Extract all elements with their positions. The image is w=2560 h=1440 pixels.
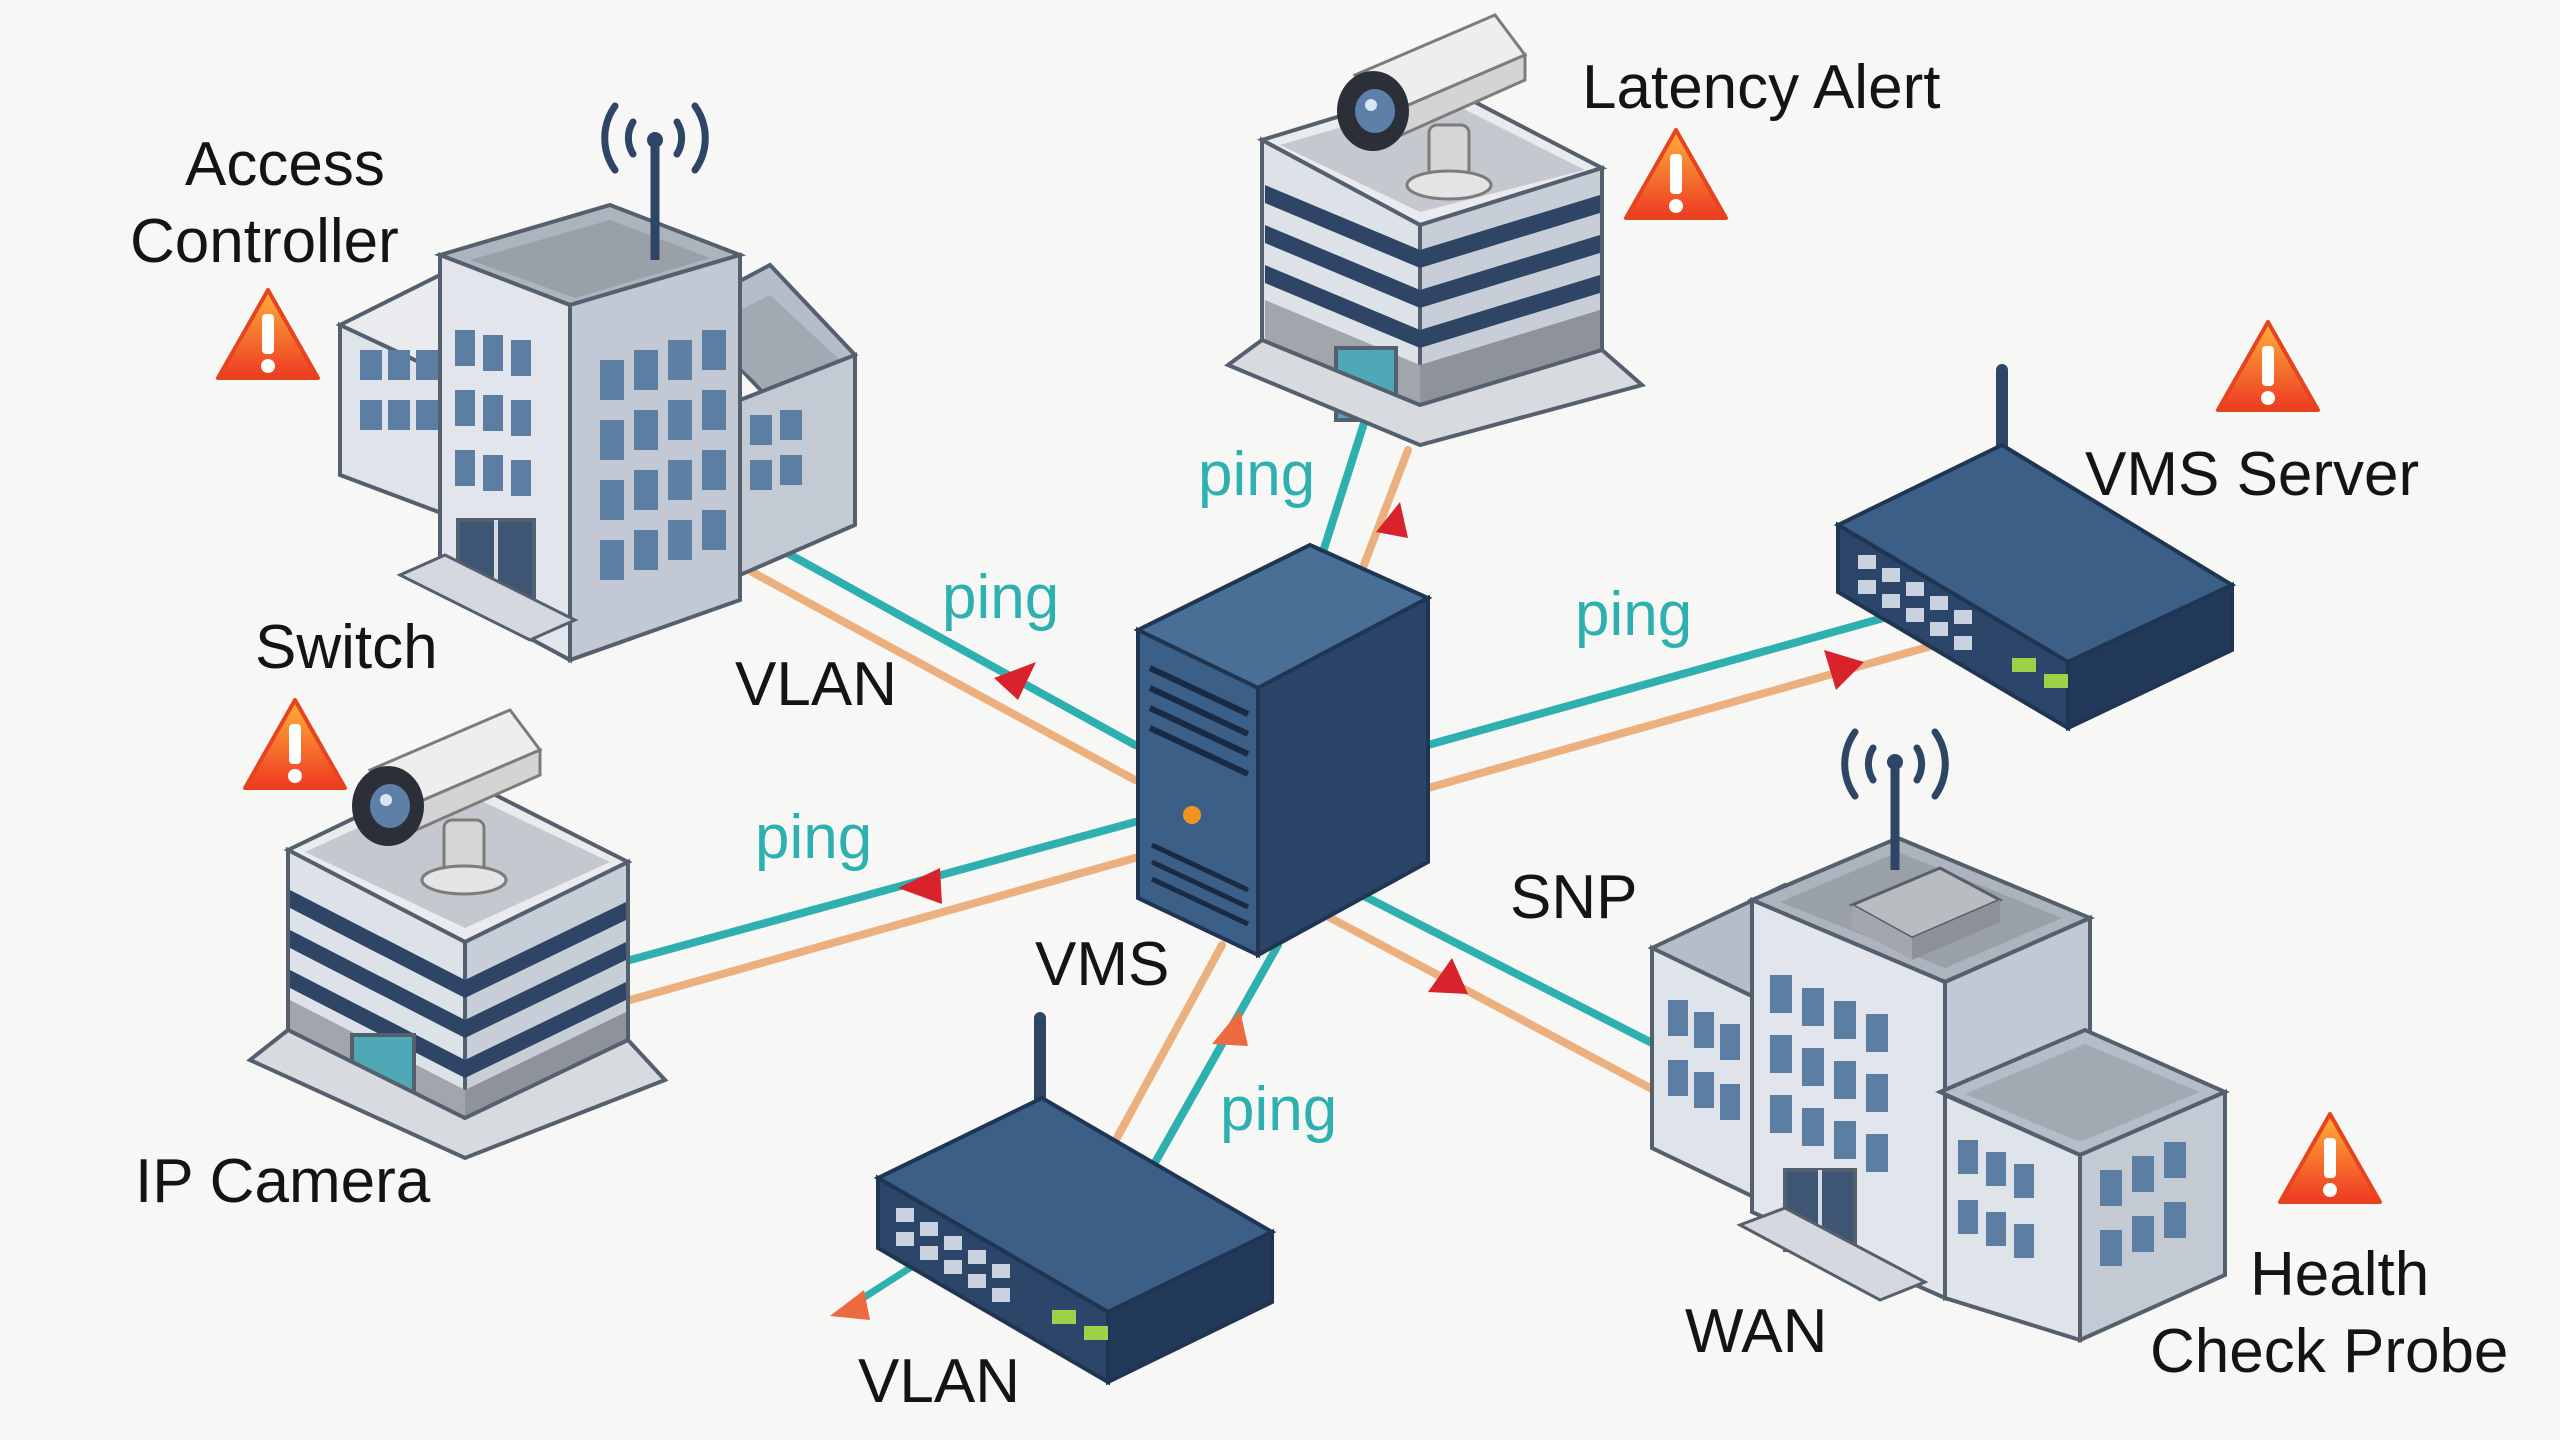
vlan-label-top: VLAN: [735, 650, 897, 719]
ip-camera-label: IP Camera: [135, 1147, 431, 1216]
arrow-up-icon: [1428, 958, 1468, 994]
access-controller-label-line2: Controller: [130, 207, 399, 276]
arrow-down-left-icon: [830, 1290, 870, 1320]
access-controller-label-line1: Access: [185, 130, 385, 199]
snp-label: SNP: [1510, 863, 1637, 932]
switch-label: Switch: [255, 613, 438, 682]
link-vms-server: [1424, 608, 1939, 792]
vms-server-label: VMS Server: [2085, 440, 2419, 509]
health-check-label-line1: Health: [2250, 1240, 2429, 1309]
router-switch[interactable]: [873, 1012, 1277, 1386]
latency-alert-building[interactable]: [1223, 13, 1647, 448]
latency-alert-label: Latency Alert: [1582, 53, 1940, 122]
links: [626, 416, 1939, 1320]
vms-server-switch[interactable]: [1833, 364, 2237, 732]
warning-triangle-icon: [216, 288, 320, 380]
warning-triangle-icon: [2278, 1112, 2382, 1204]
power-led-icon: [1183, 806, 1201, 824]
ping-label-latency: ping: [1198, 440, 1315, 509]
wan-label: WAN: [1685, 1297, 1827, 1366]
vms-label: VMS: [1035, 930, 1169, 999]
link-wan: [1321, 891, 1654, 1092]
ip-camera-building[interactable]: [246, 708, 669, 1161]
ping-label-vms-server: ping: [1575, 580, 1692, 649]
ping-label-access: ping: [942, 563, 1059, 632]
vms-server-tower[interactable]: [1133, 542, 1433, 959]
ping-label-router: ping: [1220, 1075, 1337, 1144]
warning-triangle-icon: [1624, 128, 1728, 220]
link-ip-camera: [626, 818, 1139, 1004]
arrow-right-icon: [1824, 650, 1864, 690]
ping-label-camera: ping: [755, 803, 872, 872]
health-check-label-line2: Check Probe: [2150, 1317, 2508, 1386]
access-controller-building[interactable]: [335, 106, 859, 664]
link-access-controller: [748, 544, 1139, 784]
arrow-left-icon: [898, 868, 942, 904]
health-check-building[interactable]: [1647, 732, 2230, 1344]
link-latency-alert: [1318, 416, 1412, 574]
vlan-label-bottom: VLAN: [858, 1347, 1020, 1416]
link-router: [1102, 941, 1282, 1179]
warning-triangle-icon: [2216, 320, 2320, 412]
arrow-up-left-icon: [994, 662, 1036, 700]
arrow-up-icon: [1212, 1010, 1248, 1046]
arrow-up-icon: [1376, 502, 1408, 538]
warning-triangle-icon: [243, 698, 347, 790]
